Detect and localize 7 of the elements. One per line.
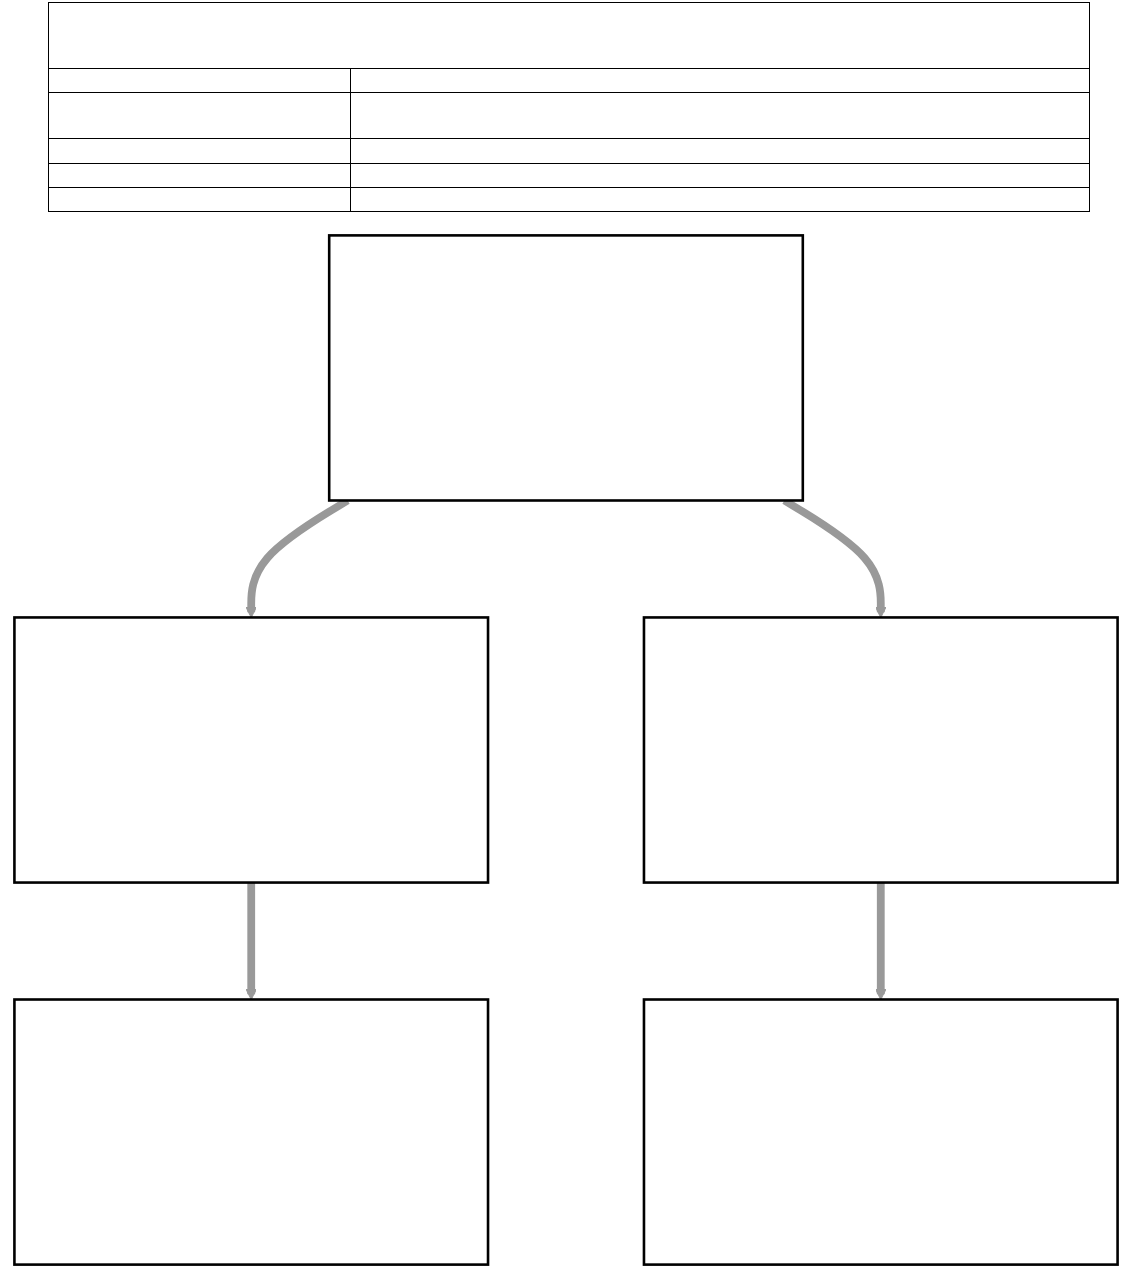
empty-box: [13, 998, 490, 1266]
arrow: [245, 882, 257, 1000]
empty-box: [13, 616, 490, 884]
arrow: [875, 882, 887, 1000]
empty-box: [327, 234, 805, 502]
empty-box: [642, 998, 1119, 1266]
empty-box: [642, 616, 1119, 884]
